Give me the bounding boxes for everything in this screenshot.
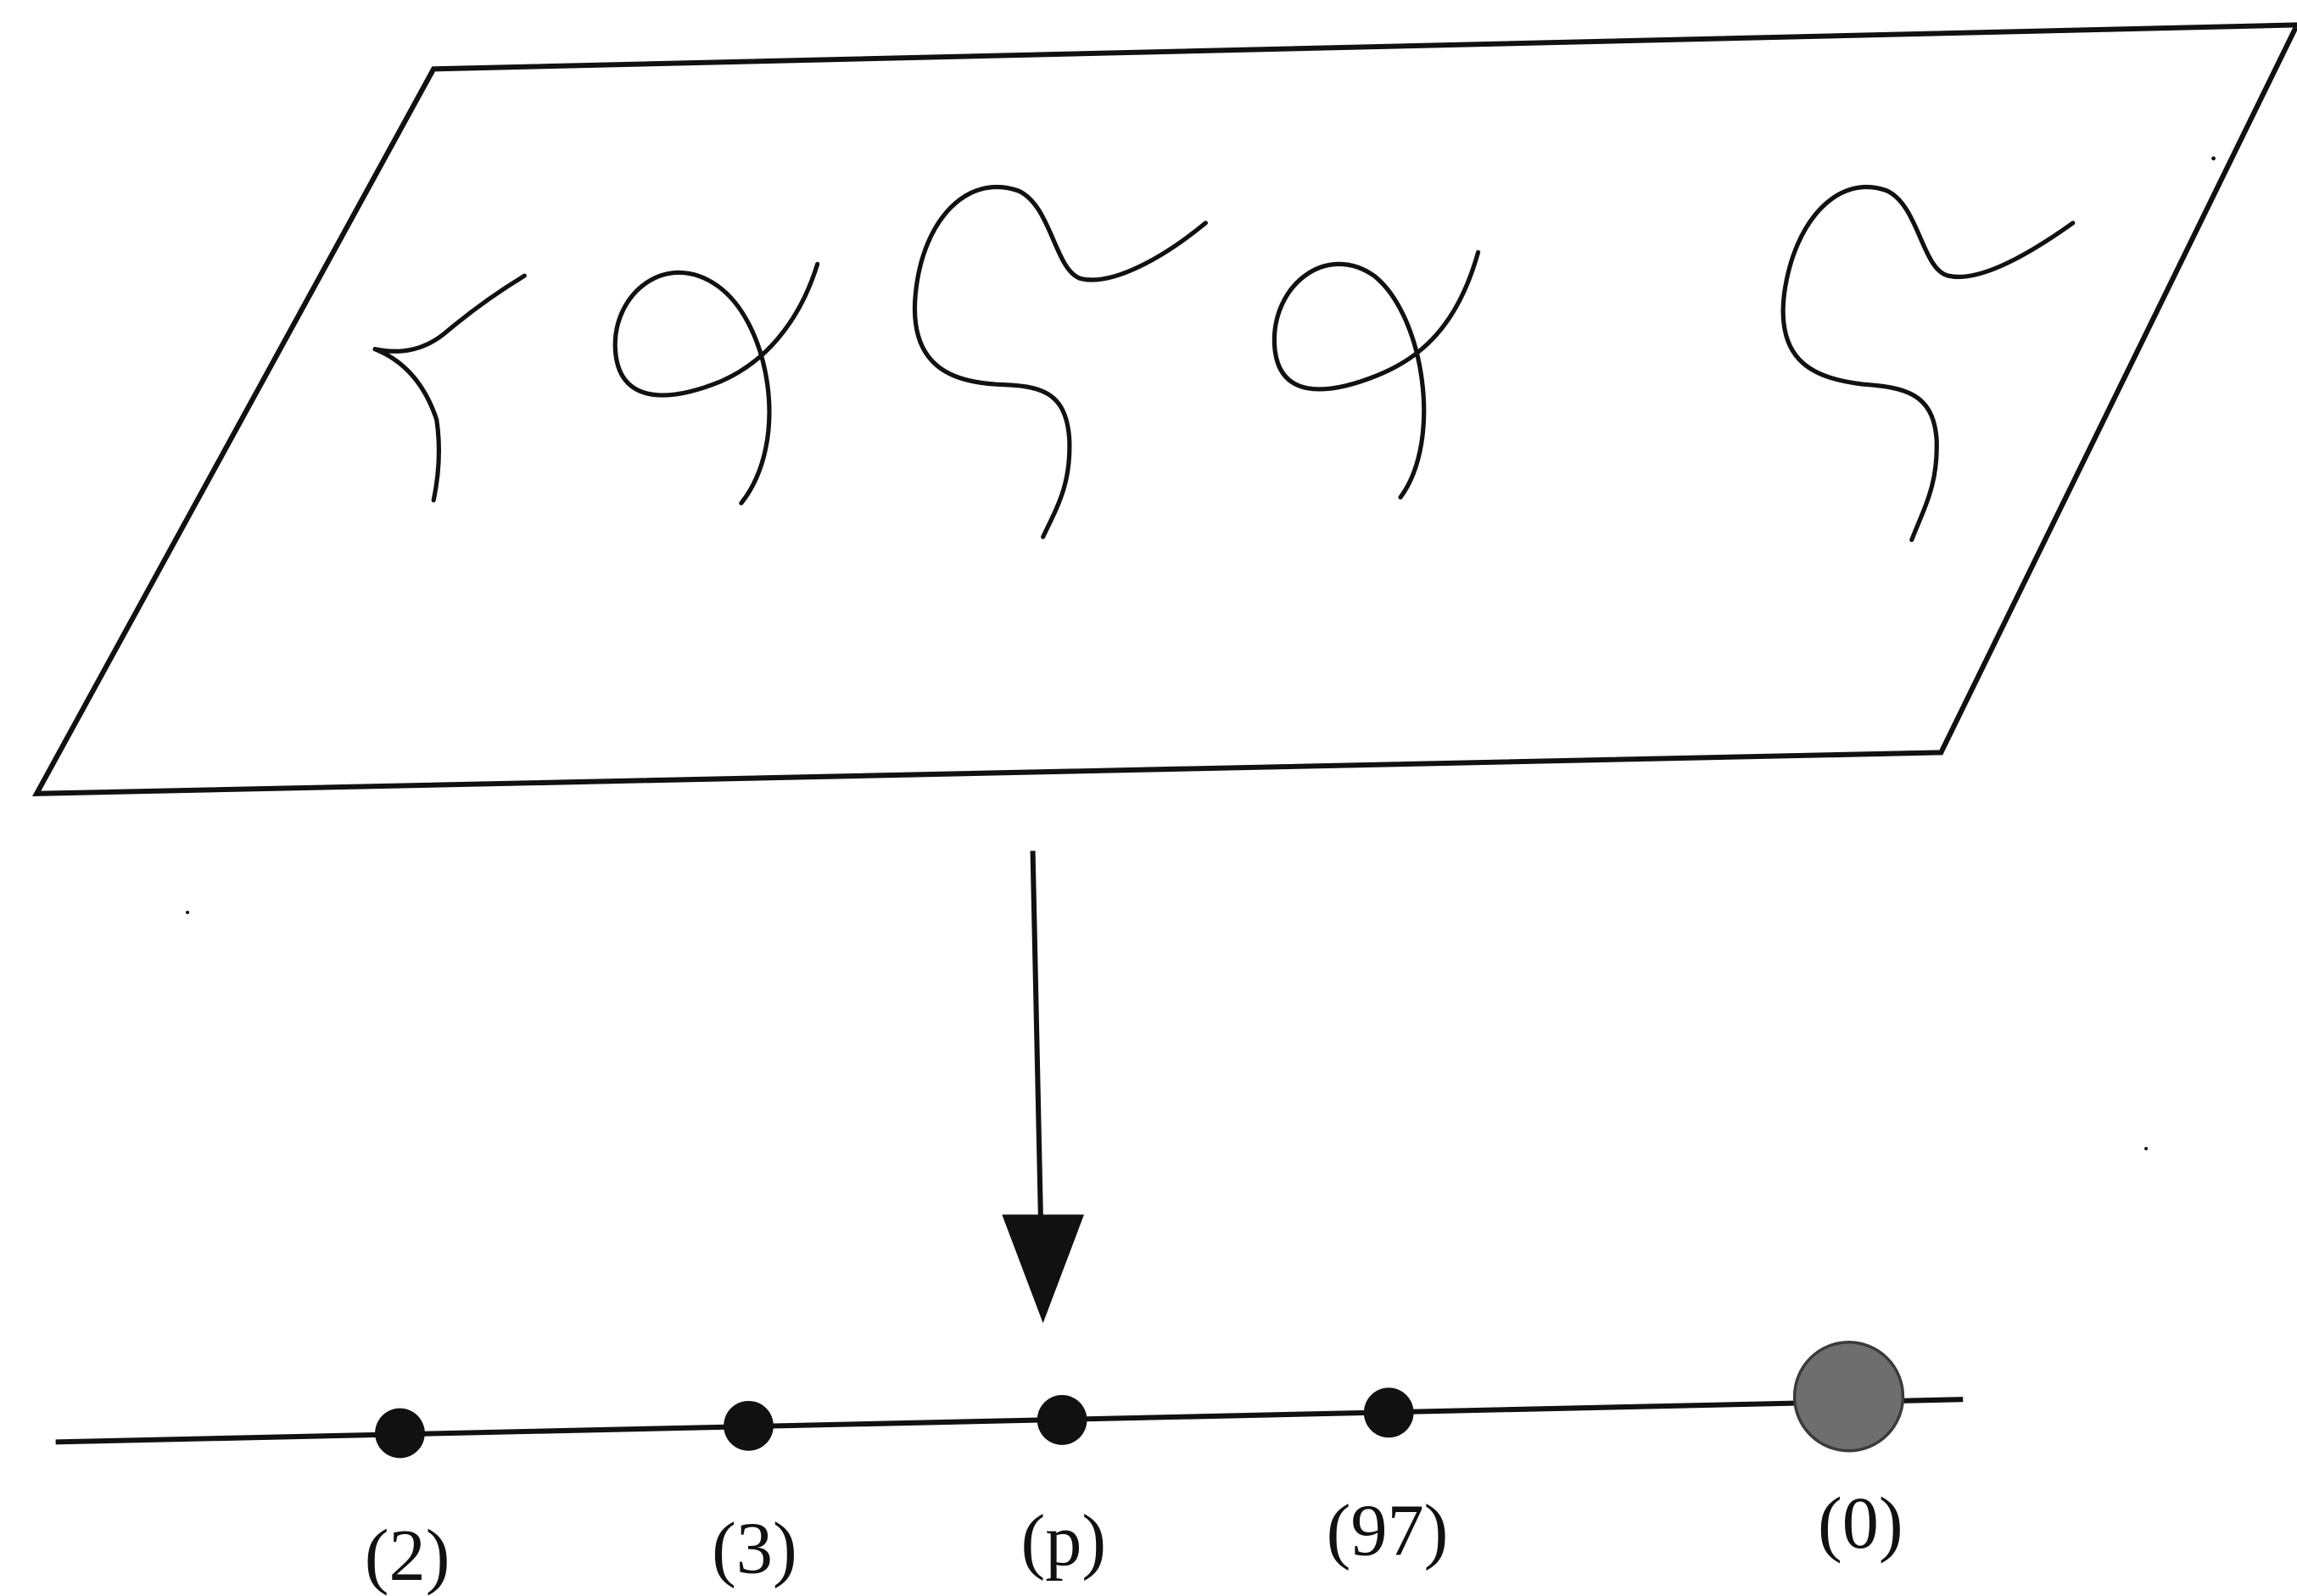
- fiber-curve-0: [1780, 184, 2076, 543]
- point-label-2: (2): [365, 1515, 450, 1596]
- fiber-curve-2: [372, 273, 527, 503]
- speck: [185, 910, 190, 914]
- fiber-curve-3: [612, 261, 820, 505]
- scheme-plane: [32, 22, 2297, 796]
- point-p: [1037, 1395, 1087, 1445]
- spec-z-line: [55, 1397, 1964, 1445]
- point-97: [1363, 1387, 1414, 1438]
- projection-arrowhead: [1002, 1214, 1085, 1324]
- point-label-0: (0): [1818, 1482, 1903, 1564]
- projection-arrow-shaft: [1030, 851, 1044, 1259]
- point-label-3: (3): [712, 1507, 797, 1588]
- point-label-97: (97): [1327, 1490, 1449, 1571]
- speck: [2144, 1147, 2149, 1151]
- point-3: [724, 1400, 774, 1451]
- fiber-curve-p: [912, 184, 1208, 539]
- point-label-p: (p): [1020, 1500, 1106, 1582]
- speck: [2211, 156, 2216, 161]
- generic-point-0: [1792, 1341, 1905, 1453]
- fiber-curve-97: [1271, 249, 1481, 499]
- point-2: [375, 1408, 425, 1459]
